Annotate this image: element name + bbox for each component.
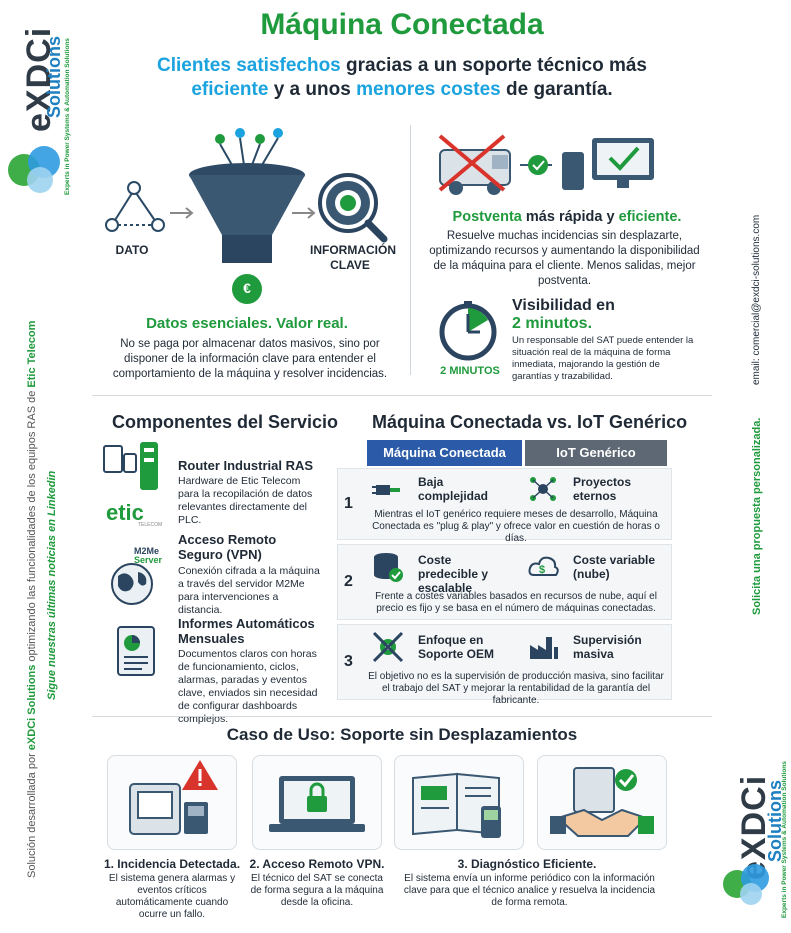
dato-label: DATO: [115, 243, 149, 257]
cloud-cost-icon: $: [528, 553, 560, 586]
comparison-row: 3 Enfoque en Soporte OEM Supervisión mas…: [337, 624, 672, 706]
col-header-iot: IoT Genérico: [525, 440, 667, 466]
comparison-table: Máquina Conectada IoT Genérico 1 Baja co…: [337, 440, 672, 710]
component-text: Documentos claros con horas de funcionam…: [178, 648, 318, 725]
cell-left: Baja complejidad: [418, 475, 489, 503]
proposal-cta[interactable]: Solicita una propuesta personalizada.: [751, 417, 763, 615]
component-title: Informes Automáticos Mensuales: [178, 616, 315, 646]
case-step-title: 2. Acceso Remoto VPN.: [249, 857, 385, 871]
components-title: Componentes del Servicio: [112, 412, 339, 432]
svg-text:$: $: [539, 564, 545, 576]
database-check-icon: [372, 551, 404, 588]
case-step-title: 3. Diagnóstico Eficiente.: [457, 857, 597, 871]
cell-right: Coste variable (nube): [573, 553, 656, 581]
email-link[interactable]: email: comercial@exdci-solutions.com: [751, 214, 762, 385]
row-number: 2: [344, 573, 353, 590]
cell-left: Coste predecible y escalable: [418, 553, 489, 595]
tools-gear-icon: [372, 631, 404, 668]
component-title: Router Industrial RAS: [178, 458, 314, 473]
section-divider: [92, 395, 712, 396]
col-header-connected: Máquina Conectada: [367, 440, 522, 466]
case-title: Caso de Uso: Soporte sin Desplazamientos: [226, 725, 578, 744]
case-step-text: El sistema genera alarmas y eventos crít…: [108, 873, 236, 920]
euro-icon: €: [243, 280, 251, 296]
laptop-lock-icon: [269, 776, 365, 832]
clock-label: 2 MINUTOS: [440, 365, 500, 377]
funnel-text: No se paga por almacenar datos masivos, …: [112, 338, 388, 380]
van-to-remote-icon: [438, 134, 654, 195]
row-number: 3: [344, 653, 353, 670]
case-step-title: 1. Incidencia Detectada.: [103, 857, 241, 871]
case-step-text: El sistema envía un informe periódico co…: [403, 873, 656, 908]
comparison-row: 1 Baja complejidad Proyectos eternos Mie…: [337, 468, 672, 544]
case-card-machine: [107, 755, 237, 850]
page-title: Máquina Conectada: [260, 8, 544, 41]
visibilidad-text: Un responsable del SAT puede entender la…: [512, 335, 694, 382]
clock-icon: [434, 300, 504, 367]
row-note: Frente a costes variables basados en rec…: [375, 591, 657, 614]
cell-right: Supervisión masiva: [573, 633, 642, 661]
logo-spheres-icon: [8, 146, 60, 193]
linkedin-follow-link[interactable]: Sigue nuestras últimas noticias en Linke…: [46, 470, 58, 700]
exdci-logo-bottom: [719, 858, 779, 913]
postventa-text: Resuelve muchas incidencias sin desplaza…: [429, 230, 700, 287]
postventa-heading: Postventa más rápida y eficiente.: [452, 209, 682, 225]
tagline-left: Experts in Power Systems & Automation So…: [64, 38, 71, 195]
van-illustration: [432, 130, 662, 205]
left-sidebar: eXDCi Solutions Experts in Power Systems…: [0, 0, 88, 933]
right-sidebar: email: comercial@exdci-solutions.com Sol…: [721, 0, 791, 933]
info-label: INFORMACIÓN CLAVE: [310, 243, 396, 272]
benefits-section: DATO INFORMACIÓN CLAVE € Datos esenciale…: [92, 125, 712, 385]
page-subtitle: Clientes satisfechos gracias a un soport…: [157, 55, 647, 100]
case-card-handshake: [537, 755, 667, 850]
plug-icon: [372, 475, 402, 508]
exdci-logo-top: [4, 140, 84, 200]
section-divider: [92, 716, 712, 717]
comparison-title: Máquina Conectada vs. IoT Genérico: [372, 412, 688, 432]
network-icon: [528, 475, 558, 508]
funnel-heading: Datos esenciales. Valor real.: [146, 315, 348, 332]
logo-sub-left: Solutions: [44, 36, 64, 118]
machine-alert-icon: [129, 760, 218, 835]
visibilidad-heading: Visibilidad en 2 minutos.: [512, 297, 615, 332]
router-icon: [102, 440, 172, 500]
etic-logo: etic TELECOM: [106, 500, 163, 528]
tagline-right: Experts in Power Systems & Automation So…: [781, 761, 788, 918]
row-note: El objetivo no es la supervisión de prod…: [368, 671, 664, 706]
logo-spheres-icon: [723, 864, 769, 905]
credit-text: Solución desarrollada por eXDCi Solution…: [26, 320, 38, 878]
component-title: Acceso Remoto Seguro (VPN): [178, 532, 277, 562]
cell-right: Proyectos eternos: [573, 475, 632, 503]
case-step-text: El técnico del SAT se conecta de forma s…: [250, 873, 384, 908]
row-number: 1: [344, 495, 353, 512]
component-text: Conexión cifrada a la máquina a través d…: [178, 565, 320, 616]
component-text: Hardware de Etic Telecom para la recopil…: [178, 475, 313, 526]
case-card-laptop: [252, 755, 382, 850]
funnel-illustration: DATO INFORMACIÓN CLAVE €: [92, 125, 402, 305]
case-card-report: [394, 755, 524, 850]
vertical-divider: [410, 125, 411, 375]
main-content: Máquina Conectada Clientes satisfechos g…: [92, 0, 712, 933]
report-diagnostic-icon: [412, 772, 501, 838]
row-note: Mientras el IoT genérico requiere meses …: [372, 509, 660, 544]
factory-icon: [528, 633, 560, 666]
cell-left: Enfoque en Soporte OEM: [418, 633, 495, 661]
funnel-icon: [105, 128, 388, 304]
m2me-logo: M2Me Server: [134, 546, 163, 565]
globe-icon: [106, 550, 166, 615]
handshake-icon: [550, 767, 654, 837]
comparison-row: 2 Coste predecible y escalable $ Coste v…: [337, 544, 672, 620]
report-icon: [108, 625, 163, 685]
